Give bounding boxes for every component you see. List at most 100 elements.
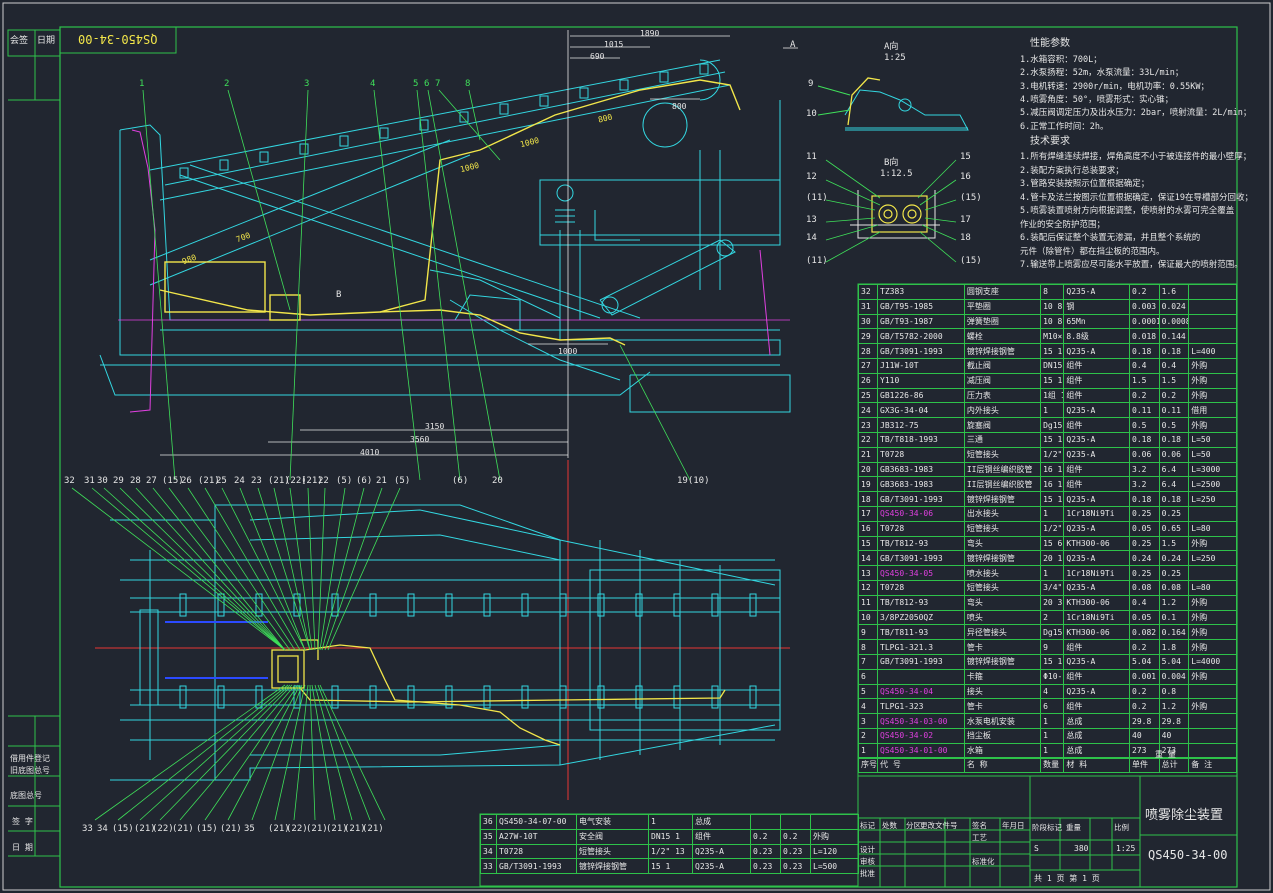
callout-label: 34 xyxy=(97,824,108,834)
dimension-label: 800 xyxy=(672,102,687,111)
bom-cell: 0.11 xyxy=(1158,402,1190,419)
frame-roller xyxy=(369,593,377,617)
bom-cell: 借用 xyxy=(1188,402,1237,419)
frame-roller xyxy=(635,685,643,709)
bom-cell: Q235-A xyxy=(1063,284,1131,300)
bom-cell: 8 xyxy=(1040,284,1065,300)
bom-cell: 1Cr18Ni9Ti xyxy=(1063,505,1131,522)
bom-cell: T0728 xyxy=(877,520,965,537)
frame-roller xyxy=(179,593,187,617)
drawing-number-box: QS450-34-00 xyxy=(78,32,158,46)
bom-cell: 0.5 xyxy=(1158,417,1190,433)
bom-cell: 0.144 xyxy=(1158,328,1190,345)
bom-cell: Q235-A xyxy=(1063,431,1131,448)
bom-cell: L=50 xyxy=(1188,446,1237,463)
bom-cell: 21 xyxy=(857,446,879,463)
bom-cell: L=250 xyxy=(1188,491,1237,507)
bom-cell: 平垫圈 xyxy=(963,298,1042,315)
bom-cell xyxy=(877,668,965,685)
bom-cell: 外购 xyxy=(1188,357,1237,374)
bom-cell: TB/T818-1993 xyxy=(877,431,965,448)
bom-cell: 0.25 xyxy=(1129,565,1160,581)
bom-cell: 18 xyxy=(857,491,879,507)
title-block-label: 阶段标记 xyxy=(1032,823,1062,832)
callout-label: (21) xyxy=(172,824,194,834)
bom-cell xyxy=(1188,284,1237,300)
view-a-scale: 1:25 xyxy=(884,53,906,63)
bom-cell: 15 1 xyxy=(1040,431,1065,448)
bom-cell: J11W-10T xyxy=(877,357,965,374)
bom-cell: 安全阀 xyxy=(576,828,649,845)
frame-roller xyxy=(559,593,567,617)
callout-label: (5) xyxy=(394,476,411,486)
bom-cell: 镀锌焊接钢管 xyxy=(576,858,649,875)
callout-label: 25 xyxy=(216,476,227,486)
bom-cell: QS450-34-02 xyxy=(877,727,965,744)
bom-cell: 15 1 xyxy=(1040,343,1065,359)
bom-cell: II层钢丝编织胶管 xyxy=(963,476,1042,493)
callout-label: (22) xyxy=(286,824,308,834)
conveyor-roller xyxy=(659,71,669,83)
frame-roller xyxy=(217,685,225,709)
bom-cell: 内外接头 xyxy=(963,402,1042,419)
bom-cell: T0728 xyxy=(877,446,965,463)
callout-label: 29 xyxy=(113,476,124,486)
bom-cell: 0.0001 xyxy=(1129,313,1160,330)
bom-cell: 25 xyxy=(857,387,879,404)
bom-cell xyxy=(1188,683,1237,700)
bom-cell: T0728 xyxy=(877,579,965,596)
bom-cell: GB/T5782-2000 xyxy=(877,328,965,345)
bom-cell: 0.082 xyxy=(1129,624,1160,641)
frame-roller xyxy=(597,593,605,617)
bom-cell: 16 1 xyxy=(1040,461,1065,478)
bom-cell: 0.11 xyxy=(1129,402,1160,419)
performance-title: 性能参数 xyxy=(1030,38,1070,49)
bom-cell: GB3683-1983 xyxy=(877,461,965,478)
bom-cell: 螺栓 xyxy=(963,328,1042,345)
bom-cell: 组件 xyxy=(1063,372,1131,389)
bom-cell: 34 xyxy=(480,843,497,860)
callout-label: 20 xyxy=(492,476,503,486)
bom-cell: 9 xyxy=(857,624,879,641)
bom-cell: 总成 xyxy=(692,814,751,830)
callout-label: 8 xyxy=(465,79,471,89)
bom-cell: 10 8 xyxy=(1040,313,1065,330)
bom-cell: GB/T95-1985 xyxy=(877,298,965,315)
frame-roller xyxy=(673,685,681,709)
bom-cell: 0.18 xyxy=(1158,343,1190,359)
title-block-label: 签名 xyxy=(972,821,987,830)
bom-cell: 5.04 xyxy=(1158,653,1190,670)
bom-cell: 1Cr18Ni9Ti xyxy=(1063,565,1131,581)
bom-cell: 1/2" 13 xyxy=(1040,520,1065,537)
view-b-label: 12 xyxy=(806,172,817,182)
bom-cell: 挡尘板 xyxy=(963,727,1042,744)
callout-label: 1 xyxy=(139,79,145,89)
bom-cell: 短管接头 xyxy=(963,446,1042,463)
bom-cell: 0.2 xyxy=(1129,639,1160,655)
bom-cell: QS450-34-01-00 xyxy=(877,742,965,759)
title-block-label: 重量 xyxy=(1066,823,1081,832)
bom-cell: QS450-34-04 xyxy=(877,683,965,700)
bom-cell: 35 xyxy=(480,828,497,845)
conveyor-roller xyxy=(539,95,549,107)
bom-cell: Q235-A xyxy=(1063,550,1131,567)
bom-cell: 短管接头 xyxy=(963,579,1042,596)
bom-cell: 17 xyxy=(857,505,879,522)
frame-roller xyxy=(179,685,187,709)
frame-roller xyxy=(217,593,225,617)
bom-cell: 40 xyxy=(1158,727,1190,744)
bom-cell: 1 xyxy=(1040,402,1065,419)
bom-cell: M10×25 8 xyxy=(1040,328,1065,345)
callout-label: (21) xyxy=(344,824,366,834)
bom-cell: L=2500 xyxy=(1188,476,1237,493)
drawing-title: 喷雾除尘装置 xyxy=(1145,808,1224,823)
